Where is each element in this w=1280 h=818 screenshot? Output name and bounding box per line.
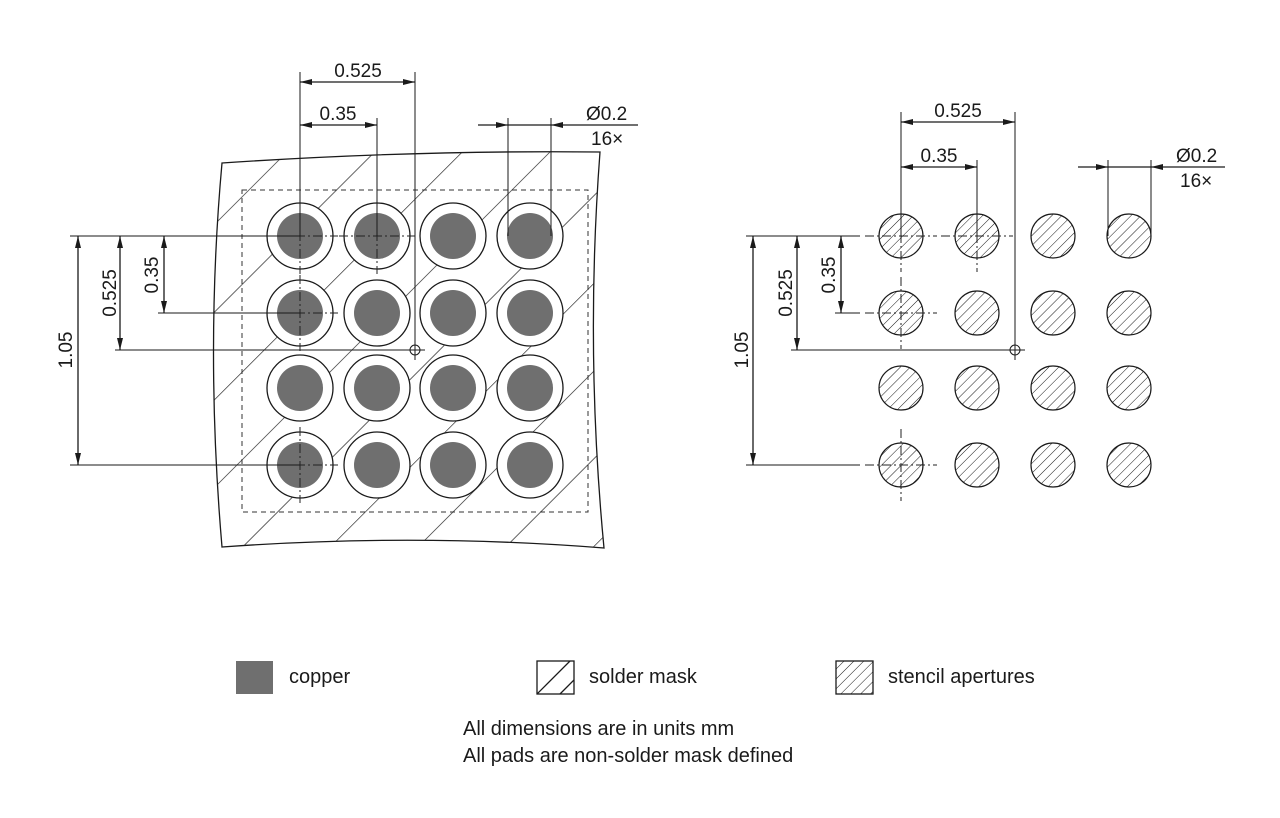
dim-label: 0.35	[320, 104, 357, 125]
dim-pitch-total-vertical: 1.05	[56, 235, 300, 466]
stencil-aperture	[1030, 290, 1076, 336]
pad	[419, 354, 487, 422]
dim-label: 1.05	[732, 332, 753, 369]
copper-pad	[430, 365, 476, 411]
copper-pad	[507, 442, 553, 488]
stencil-swatch	[835, 660, 874, 695]
dim-pitch-large-vertical: 0.525	[100, 236, 415, 351]
copper-pad	[430, 213, 476, 259]
pad	[419, 431, 487, 499]
pad	[496, 431, 564, 499]
stencil-aperture	[954, 290, 1000, 336]
dim-pitch-large: 0.525	[900, 101, 1016, 350]
copper-pad	[354, 365, 400, 411]
center-marker	[1005, 340, 1025, 360]
dim-label: Ø0.2	[1176, 146, 1217, 167]
dim-pitch-small-vertical: 0.35	[819, 236, 860, 314]
copper-pad	[507, 290, 553, 336]
stencil-view: 0.525 0.35 Ø0.2 16× 1.05	[732, 101, 1225, 501]
stencil-aperture	[878, 365, 924, 411]
dim-diameter: Ø0.2 16×	[1078, 146, 1225, 236]
pad	[343, 279, 411, 347]
pad	[496, 354, 564, 422]
stencil-aperture	[1106, 290, 1152, 336]
dim-label: 0.35	[921, 146, 958, 167]
legend-label: solder mask	[589, 666, 698, 688]
pad	[496, 202, 564, 270]
stencil-aperture	[1106, 213, 1152, 259]
legend-item-solder-mask: solder mask	[536, 660, 698, 695]
dim-pitch-small-vertical: 0.35	[142, 236, 300, 314]
copper-pad	[507, 365, 553, 411]
stencil-aperture	[1106, 442, 1152, 488]
copper-pad	[354, 442, 400, 488]
dim-pitch-small: 0.35	[901, 146, 978, 236]
copper-pad	[354, 290, 400, 336]
dim-label: 0.35	[819, 257, 840, 294]
dim-count: 16×	[591, 129, 623, 150]
pad	[496, 279, 564, 347]
dim-label: Ø0.2	[586, 104, 627, 125]
dim-pitch-large-vertical: 0.525	[776, 236, 1015, 351]
footprint-view: 0.525 0.35 Ø0.2 16× 1.05	[56, 61, 638, 549]
dim-pitch-total-vertical: 1.05	[732, 235, 860, 466]
note-pads: All pads are non-solder mask defined	[463, 745, 793, 767]
copper-pad	[430, 442, 476, 488]
dim-pitch-large: 0.525	[299, 61, 416, 350]
copper-pad	[430, 290, 476, 336]
stencil-aperture	[1030, 365, 1076, 411]
dim-pitch-small: 0.35	[300, 104, 378, 236]
copper-swatch	[236, 661, 273, 694]
stencil-aperture	[1106, 365, 1152, 411]
legend: copper solder mask stencil apertures	[236, 660, 1035, 695]
notes: All dimensions are in units mm All pads …	[463, 718, 793, 767]
pad	[266, 354, 334, 422]
aperture-centerline	[865, 429, 937, 501]
dim-label: 1.05	[56, 332, 77, 369]
dim-diameter: Ø0.2 16×	[478, 104, 638, 236]
legend-item-stencil: stencil apertures	[835, 660, 1035, 695]
pad	[419, 279, 487, 347]
dim-label: 0.525	[100, 269, 121, 317]
stencil-aperture	[954, 365, 1000, 411]
pad	[343, 354, 411, 422]
aperture-centerline	[865, 277, 937, 349]
stencil-aperture	[1030, 442, 1076, 488]
center-marker	[405, 340, 425, 360]
dim-label: 0.525	[934, 101, 982, 122]
legend-label: copper	[289, 666, 350, 688]
pad	[419, 202, 487, 270]
copper-pad	[277, 365, 323, 411]
dim-label: 0.35	[142, 257, 163, 294]
legend-item-copper: copper	[236, 661, 350, 694]
stencil-aperture	[954, 442, 1000, 488]
pad	[343, 431, 411, 499]
note-units: All dimensions are in units mm	[463, 718, 734, 740]
dim-label: 0.525	[334, 61, 382, 82]
copper-pad	[507, 213, 553, 259]
dim-count: 16×	[1180, 171, 1212, 192]
legend-label: stencil apertures	[888, 666, 1035, 688]
stencil-aperture	[1030, 213, 1076, 259]
dim-label: 0.525	[776, 269, 797, 317]
